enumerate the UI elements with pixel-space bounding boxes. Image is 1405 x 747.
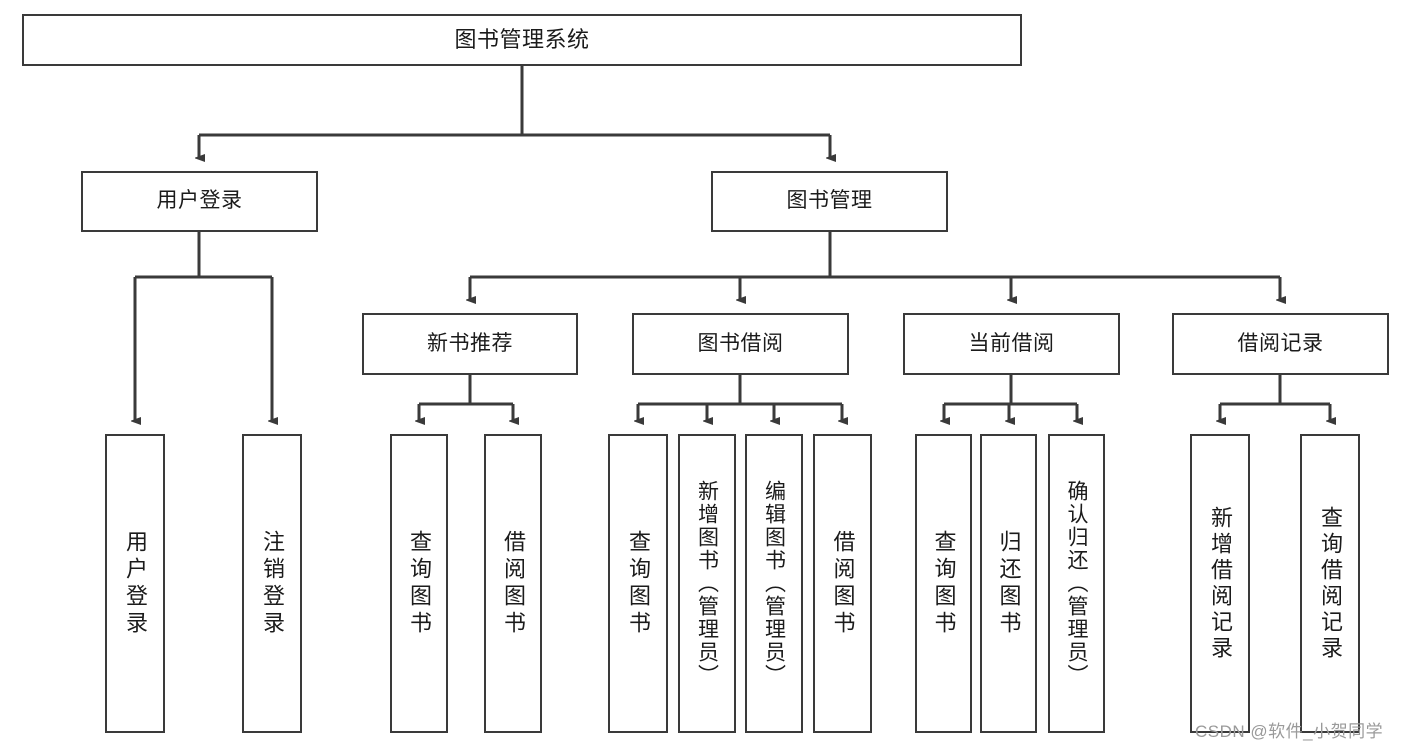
node-new-book-recommend-label: 新书推荐: [427, 331, 513, 355]
leaf-user-login-label: 用户登录: [123, 529, 148, 638]
leaf-logout[interactable]: 注销登录: [242, 434, 302, 733]
leaf-borrow-book-recommend[interactable]: 借阅图书: [484, 434, 542, 733]
leaf-borrow-book[interactable]: 借阅图书: [813, 434, 872, 733]
leaf-query-book-recommend[interactable]: 查询图书: [390, 434, 448, 733]
leaf-borrow-book-label: 借阅图书: [830, 529, 856, 638]
node-borrow-records-label: 借阅记录: [1237, 331, 1324, 355]
node-new-book-recommend[interactable]: 新书推荐: [362, 313, 578, 375]
node-book-management-label: 图书管理: [786, 189, 873, 213]
leaf-add-borrow-record[interactable]: 新增借阅记录: [1190, 434, 1250, 733]
leaf-confirm-return-admin[interactable]: 确认归还（管理员）: [1048, 434, 1105, 733]
node-user-login[interactable]: 用户登录: [81, 171, 318, 232]
node-borrow-records[interactable]: 借阅记录: [1172, 313, 1389, 375]
node-book-management[interactable]: 图书管理: [711, 171, 948, 232]
node-current-borrow[interactable]: 当前借阅: [903, 313, 1120, 375]
leaf-logout-label: 注销登录: [260, 529, 285, 638]
csdn-watermark: CSDN @软件_小贺同学: [1195, 722, 1384, 741]
leaf-query-book-borrow[interactable]: 查询图书: [608, 434, 668, 733]
leaf-return-book-label: 归还图书: [996, 529, 1022, 638]
node-book-borrow[interactable]: 图书借阅: [632, 313, 849, 375]
leaf-add-borrow-record-label: 新增借阅记录: [1208, 505, 1233, 662]
node-book-borrow-label: 图书借阅: [697, 331, 784, 355]
node-current-borrow-label: 当前借阅: [968, 331, 1055, 355]
leaf-add-book-admin[interactable]: 新增图书（管理员）: [678, 434, 736, 733]
leaf-query-book-current-label: 查询图书: [931, 529, 957, 638]
leaf-edit-book-admin-label: 编辑图书（管理员）: [762, 480, 786, 687]
node-root[interactable]: 图书管理系统: [22, 14, 1022, 66]
node-root-label: 图书管理系统: [454, 27, 590, 53]
leaf-query-borrow-record-label: 查询借阅记录: [1318, 505, 1343, 662]
leaf-query-borrow-record[interactable]: 查询借阅记录: [1300, 434, 1360, 733]
leaf-borrow-book-recommend-label: 借阅图书: [501, 529, 526, 638]
leaf-confirm-return-admin-label: 确认归还（管理员）: [1065, 480, 1088, 687]
leaf-user-login[interactable]: 用户登录: [105, 434, 165, 733]
leaf-add-book-admin-label: 新增图书（管理员）: [695, 480, 719, 687]
leaf-query-book-borrow-label: 查询图书: [626, 529, 651, 638]
node-user-login-label: 用户登录: [156, 189, 243, 213]
leaf-query-book-recommend-label: 查询图书: [407, 529, 432, 638]
leaf-query-book-current[interactable]: 查询图书: [915, 434, 972, 733]
leaf-edit-book-admin[interactable]: 编辑图书（管理员）: [745, 434, 803, 733]
leaf-return-book[interactable]: 归还图书: [980, 434, 1037, 733]
